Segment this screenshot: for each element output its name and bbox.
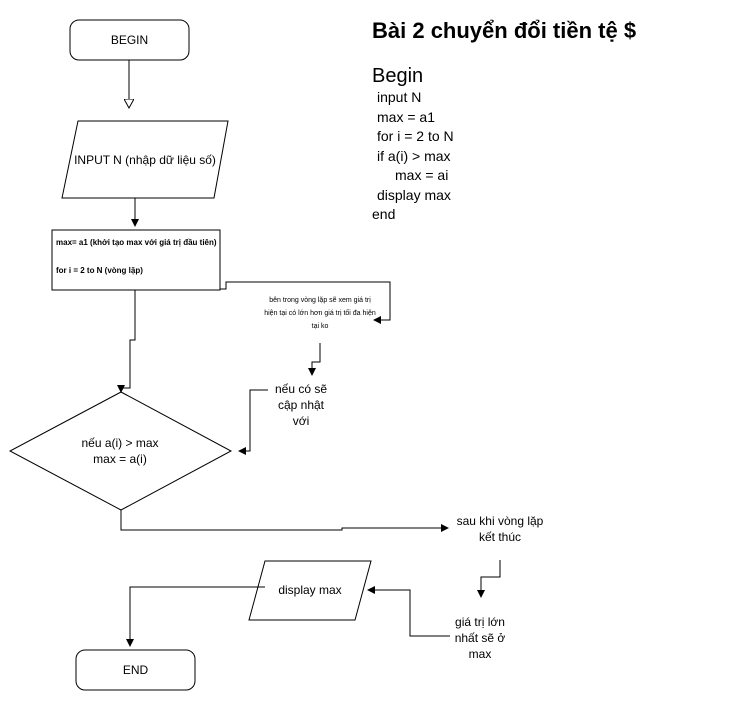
update-note-line: cập nhật [277,398,325,412]
page-title: Bài 2 chuyển đổi tiền tệ $ [372,18,637,43]
pseudocode-block: Begin input N max = a1 for i = 2 to N if… [372,64,454,225]
display-parallelogram [248,560,372,621]
decision-assignment: max = a(i) [93,452,147,466]
max-note: giá trị lớn nhất sẽ ở max [444,614,516,662]
decision-diamond [8,391,233,511]
display-to-end-connector [126,586,265,647]
after-loop-to-max-note-connector [477,560,501,598]
process-line-init: max= a1 (khởi tạo max với giá trị đầu ti… [56,238,217,247]
end-label: END [122,663,149,677]
after-loop-note: sau khi vòng lặp kết thúc [440,513,560,545]
input-parallelogram [61,120,229,199]
decision-to-after-loop-connector [120,510,449,532]
pseudocode-line: max = ai [395,167,449,183]
pseudocode-line: if a(i) > max [377,147,451,164]
pseudocode-end: end [372,206,396,222]
loop-note-line: tại ko [311,323,329,330]
update-to-decision-connector [238,389,268,455]
process-line-loop: for i = 2 to N (vòng lặp) [56,266,143,275]
loop-note: bên trong vòng lặp sẽ xem giá trị hiện t… [258,294,382,333]
update-note: nếu có sẽ cập nhật với [262,381,340,429]
end-terminator [75,649,196,691]
max-note-to-display-connector [367,586,450,637]
pseudocode-line: display max [377,186,451,203]
update-note-line: nếu có sẽ [274,382,328,396]
display-label: display max [278,583,342,597]
max-note-line: max [468,647,492,661]
pseudocode-line: for i = 2 to N [377,128,454,144]
loop-note-to-update-connector [308,343,321,376]
pseudocode-line: input N [377,89,422,105]
pseudocode-begin: Begin [372,65,424,87]
process-to-decision-connector [117,290,136,393]
max-note-line: nhất sẽ ở [454,631,506,645]
decision-condition: nếu a(i) > max [81,436,159,450]
begin-label: BEGIN [110,33,149,47]
pseudocode-line: max = a1 [377,108,435,125]
max-note-line: giá trị lớn [455,615,505,629]
input-label: INPUT N (nhập dữ liệu số) [74,153,216,167]
process-box [51,229,221,291]
after-loop-note-line: kết thúc [478,530,522,544]
after-loop-note-line: sau khi vòng lặp [456,514,544,528]
loop-note-line: hiện tại có lớn hơn giá trị tối đa hiện [264,310,376,317]
process-to-loop-note-connector [220,281,391,324]
update-note-line: với [292,414,310,428]
loop-note-line: bên trong vòng lặp sẽ xem giá trị [269,297,371,304]
